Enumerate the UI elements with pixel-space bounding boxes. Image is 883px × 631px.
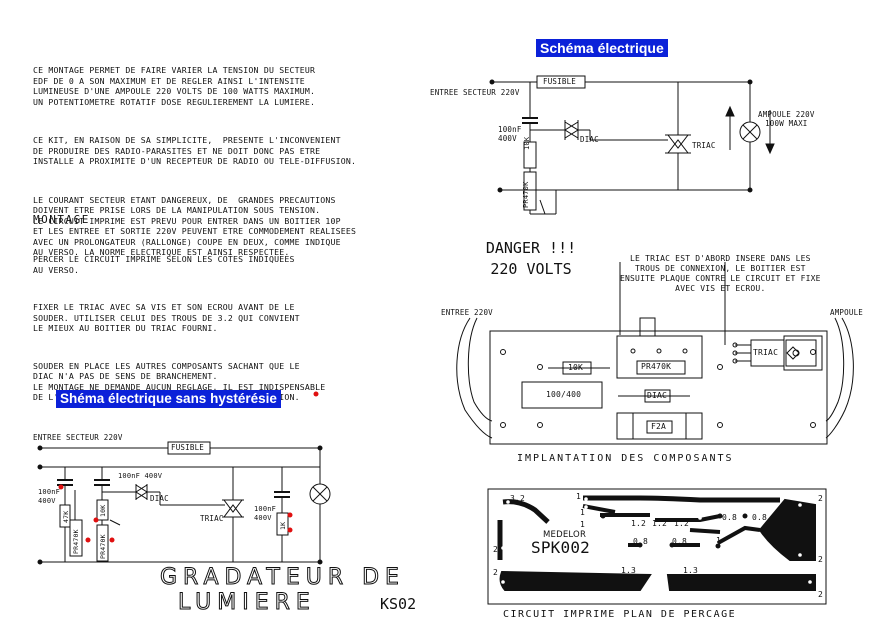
title-line-2: LUMIERE [178, 590, 316, 615]
schematic2-entree-label: ENTREE SECTEUR 220V [33, 433, 123, 442]
intro-paragraph-1: CE MONTAGE PERMET DE FAIRE VARIER LA TEN… [33, 65, 316, 107]
schematic2-cap1-label: 100nF 400V [118, 472, 163, 480]
schematic1-entree-label: ENTREE SECTEUR 220V [430, 88, 520, 97]
intro-paragraph-2: CE KIT, EN RAISON DE SA SIMPLICITE, PRES… [33, 135, 357, 166]
pcb-hole-label: 1.2 [674, 519, 690, 528]
implantation-diac-label: DIAC [647, 391, 668, 400]
schematic1-cap-label: 100nF 400V [498, 125, 522, 143]
schematic1-ampoule-label: AMPOULE 220V 100W MAXI [758, 110, 815, 128]
intro-text: CE MONTAGE PERMET DE FAIRE VARIER LA TEN… [33, 44, 356, 268]
schema-heading: Schéma électrique [536, 39, 668, 57]
pcb-caption: CIRCUIT IMPRIME PLAN DE PERCAGE [503, 609, 737, 620]
board-outline [489, 330, 828, 445]
pcb-hole-label: 2 [493, 545, 499, 554]
pcb-hole-label: 1 [716, 536, 722, 545]
schematic1-fusible-label: FUSIBLE [543, 77, 577, 86]
triac-note: LE TRIAC EST D'ABORD INSERE DANS LES TRO… [620, 254, 821, 293]
implantation-triac-label: TRIAC [753, 348, 779, 357]
pcb-hole-label: 1 [576, 492, 582, 501]
pcb-hole-label: 1.2 [652, 519, 668, 528]
montage-text: PERCER LE CIRCUIT IMPRIME SELON LES COTE… [33, 233, 325, 413]
schema-sans-hysteresie-heading: Shéma électrique sans hystérésie [56, 390, 281, 408]
pcb-hole-label: 0.8 [722, 513, 738, 522]
pcb-hole-label: 0.8 [752, 513, 768, 522]
implantation-fuse-label: F2A [651, 422, 667, 431]
montage-paragraph-2: FIXER LE TRIAC AVEC SA VIS ET SON ECROU … [33, 302, 300, 333]
pcb-hole-label: 1 [580, 508, 586, 517]
pcb-hole-label: 0.8 [633, 537, 649, 546]
intro-paragraph-3: LE COURANT SECTEUR ETANT DANGEREUX, DE G… [33, 194, 357, 258]
pcb-hole-label: 0.8 [672, 537, 688, 546]
pcb-hole-label: 1.3 [683, 566, 699, 575]
schematic1-diac-label: DIAC [580, 135, 599, 144]
pcb-hole-label: 2 [818, 590, 824, 599]
implantation-cap-label: 100/400 [546, 390, 582, 399]
pcb-hole-label: 2 [818, 555, 824, 564]
pcb-hole-label: 1 [580, 520, 586, 529]
implantation-ampoule-label: AMPOULE [830, 308, 864, 317]
pcb-outline [487, 488, 827, 605]
danger-line-1: DANGER !!! [485, 239, 577, 257]
pcb-hole-label: 3.2 [510, 494, 526, 503]
pcb-hole-label: 2 [818, 494, 824, 503]
danger-text: DANGER !!! 220 VOLTS [476, 238, 586, 280]
montage-paragraph-1: PERCER LE CIRCUIT IMPRIME SELON LES COTE… [33, 254, 295, 275]
pcb-ref: SPK002 [531, 538, 590, 557]
title-line-1: GRADATEUR DE [160, 565, 405, 590]
implantation-res-label: 10K [568, 363, 584, 372]
schematic2-cap2-label: 100nF 400V [38, 488, 61, 505]
implantation-caption: IMPLANTATION DES COMPOSANTS [517, 453, 734, 464]
title-ref: KS02 [380, 595, 416, 613]
pcb-brand: MEDELOR [543, 530, 587, 540]
schematic2-fusible-label: FUSIBLE [171, 443, 205, 452]
schematic2-triac-label: TRIAC [200, 514, 224, 523]
pcb-hole-label: 1.3 [621, 566, 637, 575]
implantation-entree-label: ENTREE 220V [441, 308, 493, 317]
montage-title: MONTAGE [33, 213, 90, 226]
schematic1-triac-label: TRIAC [692, 141, 716, 150]
pcb-hole-label: 2 [493, 568, 499, 577]
implantation-pot-label: PR470K [641, 362, 672, 371]
danger-line-2: 220 VOLTS [490, 260, 572, 278]
pcb-hole-label: 1.2 [631, 519, 647, 528]
schematic2-diac-label: DIAC [150, 494, 169, 503]
schematic2-cap3-label: 100nF 400V [254, 505, 277, 522]
